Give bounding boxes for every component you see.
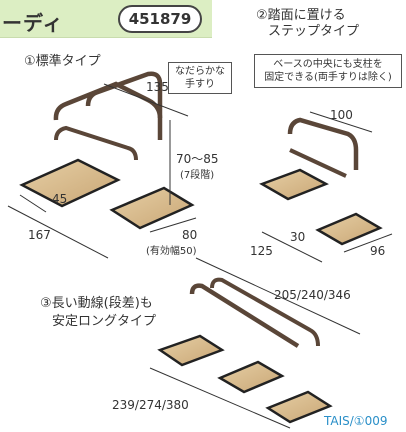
step-base-length: 30 <box>290 230 306 244</box>
standard-handrail-drawing <box>7 71 197 259</box>
long-handrail-drawing <box>149 257 361 429</box>
standard-base-width: 80 <box>182 228 198 242</box>
standard-callout-line1: なだらかな <box>175 66 225 77</box>
standard-effective-width: (有効幅50) <box>146 246 197 257</box>
step-callout: ベースの中央にも支柱を 固定できる(両手すりは除く) <box>254 54 402 88</box>
standard-width-top: 135 <box>146 80 169 94</box>
standard-length: 167 <box>28 228 51 242</box>
standard-callout-line2: 手すり <box>185 79 215 90</box>
step-type-label-line2: ステップタイプ <box>268 24 360 39</box>
step-width: 100 <box>330 108 353 122</box>
long-widths: 205/240/346 <box>274 288 351 302</box>
step-base-width: 96 <box>370 244 386 258</box>
standard-base-depth: 45 <box>52 192 68 206</box>
standard-type-label: ①標準タイプ <box>24 54 101 69</box>
long-lengths: 239/274/380 <box>112 398 189 412</box>
step-type-label-line1: ②踏面に置ける <box>256 8 346 23</box>
step-length: 125 <box>250 244 273 258</box>
title-band: ーディ 451879 <box>0 0 212 38</box>
long-type-label-line1: ③長い動線(段差)も <box>40 296 153 311</box>
step-handrail-drawing <box>259 111 393 263</box>
standard-height-steps: (7段階) <box>180 170 215 181</box>
step-callout-line2: 固定できる(両手すりは除く) <box>264 72 392 83</box>
long-type-label-line2: 安定ロングタイプ <box>52 314 157 329</box>
standard-base-right <box>109 186 195 230</box>
product-name-fragment: ーディ <box>2 11 64 35</box>
standard-base-left <box>19 158 121 208</box>
step-callout-line1: ベースの中央にも支柱を <box>273 59 383 70</box>
standard-callout: なだらかな 手すり <box>168 62 232 94</box>
standard-height: 70～85 <box>176 152 219 166</box>
tais-code: TAIS/①009 <box>324 414 388 428</box>
model-code-badge: 451879 <box>118 5 202 33</box>
